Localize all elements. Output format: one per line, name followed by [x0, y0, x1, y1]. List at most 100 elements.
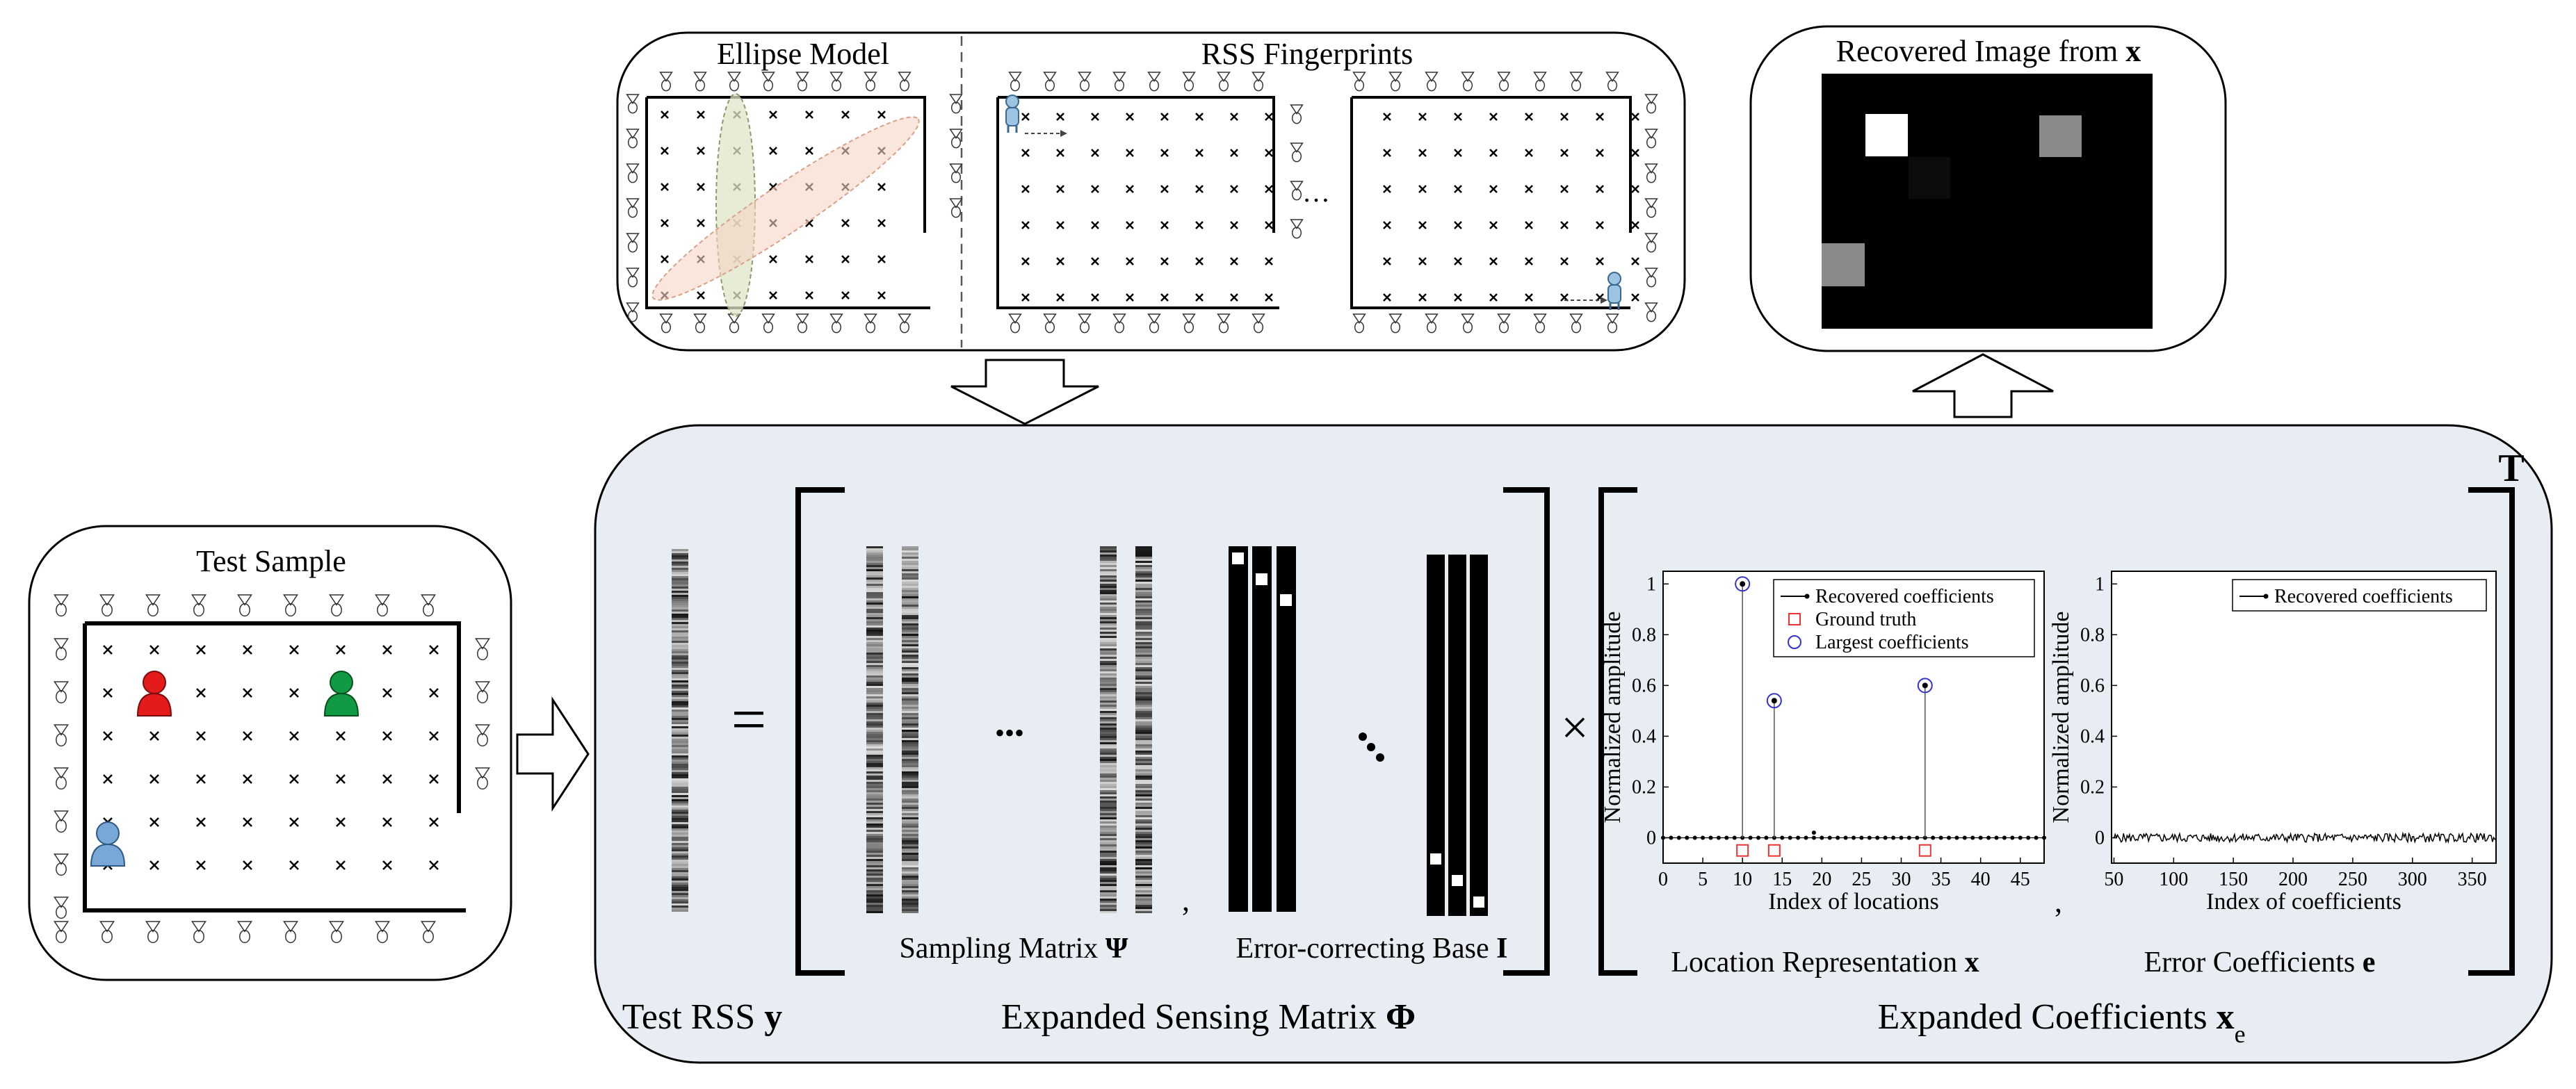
vector-cell — [866, 613, 883, 615]
grid-cross — [1383, 257, 1391, 265]
vector-cell — [672, 793, 688, 795]
legend-label: Recovered coefficients — [2274, 586, 2453, 607]
vector-cell — [866, 830, 883, 832]
vector-cell — [672, 632, 688, 634]
ellipse-model-area — [626, 72, 963, 334]
vector-cell — [866, 648, 883, 650]
vector-cell — [866, 878, 883, 880]
vector-cell — [1135, 640, 1152, 642]
grid-cross — [1596, 221, 1604, 229]
vector-cell — [1100, 638, 1117, 640]
room-wall — [645, 97, 930, 309]
vector-cell — [866, 690, 883, 692]
sensor-icon — [831, 79, 842, 92]
vector-cell — [672, 816, 688, 818]
grid-cross — [1383, 113, 1391, 121]
vector-cell — [1135, 809, 1152, 811]
vector-cell — [902, 792, 918, 794]
vector-cell — [1135, 778, 1152, 780]
vector-cell — [902, 569, 918, 571]
vector-cell — [902, 671, 918, 673]
vector-cell — [866, 548, 883, 550]
vector-cell — [1100, 555, 1117, 557]
vector-cell — [1135, 751, 1152, 753]
vector-cell — [1100, 886, 1117, 888]
vector-cell — [672, 599, 688, 601]
vector-cell — [866, 842, 883, 844]
sensor-icon — [950, 136, 962, 149]
vector-cell — [1100, 911, 1117, 913]
sensor-icon — [1147, 72, 1161, 82]
vector-cell — [1135, 742, 1152, 744]
vector-cell — [866, 563, 883, 565]
vector-cell — [866, 736, 883, 738]
vector-cell — [1100, 594, 1117, 596]
sensor-icon — [1497, 72, 1511, 82]
vector-cell — [902, 705, 918, 707]
y-tick-label: 0.4 — [1632, 726, 1656, 747]
vector-cell — [1100, 628, 1117, 630]
vector-cell — [902, 578, 918, 580]
vector-cell — [902, 780, 918, 782]
test-sample-panel: Test Sample — [28, 525, 512, 981]
vector-cell — [1135, 561, 1152, 563]
vector-cell — [902, 905, 918, 907]
grid-cross — [1160, 185, 1169, 193]
grid-cross — [1418, 293, 1427, 302]
coeff-right-bracket — [2468, 487, 2515, 976]
grid-cross — [661, 110, 669, 119]
grid-cross — [1383, 185, 1391, 193]
sensor-icon — [1043, 313, 1057, 324]
vector-cell — [902, 615, 918, 617]
sensor-icon — [1290, 181, 1304, 191]
sensor-icon — [1290, 219, 1304, 229]
vector-cell — [1100, 755, 1117, 757]
sensor-icon — [1218, 321, 1229, 334]
vector-cell — [1135, 711, 1152, 713]
vector-cell — [902, 884, 918, 886]
vector-cell — [866, 650, 883, 653]
sensor-icon — [53, 896, 70, 908]
vector-cell — [866, 757, 883, 759]
vector-cell — [672, 662, 688, 664]
vector-cell — [672, 870, 688, 872]
grid-cross — [1230, 293, 1238, 302]
vector-cell — [866, 657, 883, 659]
sensor-icon — [950, 171, 962, 183]
grid-cross — [289, 774, 299, 784]
sensor-icon — [53, 681, 70, 693]
comma-2: , — [2055, 885, 2062, 919]
vector-cell — [1100, 882, 1117, 884]
vector-cell — [672, 839, 688, 841]
vector-cell — [1100, 630, 1117, 632]
vector-cell — [1135, 819, 1152, 821]
vector-cell — [902, 776, 918, 778]
vector-cell — [1100, 805, 1117, 807]
sensor-icon — [1253, 321, 1264, 334]
vector-cell — [902, 609, 918, 611]
grid-cross — [1160, 293, 1169, 302]
equation-panel: = ••• , Sampling Matrix Ψ Error-co — [594, 424, 2553, 1064]
vector-cell — [1100, 899, 1117, 901]
vector-cell — [866, 828, 883, 830]
vector-cell — [672, 801, 688, 803]
vector-cell — [1135, 884, 1152, 886]
vector-cell — [1100, 790, 1117, 792]
sensor-icon — [829, 72, 843, 82]
vector-cell — [1100, 740, 1117, 742]
vector-cell — [866, 871, 883, 874]
vector-cell — [672, 549, 688, 551]
vector-cell — [902, 874, 918, 876]
vector-cell — [672, 755, 688, 758]
vector-cell — [1100, 909, 1117, 911]
vector-cell — [1100, 807, 1117, 809]
vector-cell — [866, 646, 883, 648]
sensor-icon — [239, 930, 250, 944]
vector-cell — [1135, 688, 1152, 690]
vector-cell — [1100, 878, 1117, 880]
vector-cell — [866, 607, 883, 609]
vector-cell — [866, 788, 883, 790]
vector-cell — [1100, 611, 1117, 613]
vector-cell — [902, 740, 918, 742]
vector-cell — [672, 720, 688, 722]
